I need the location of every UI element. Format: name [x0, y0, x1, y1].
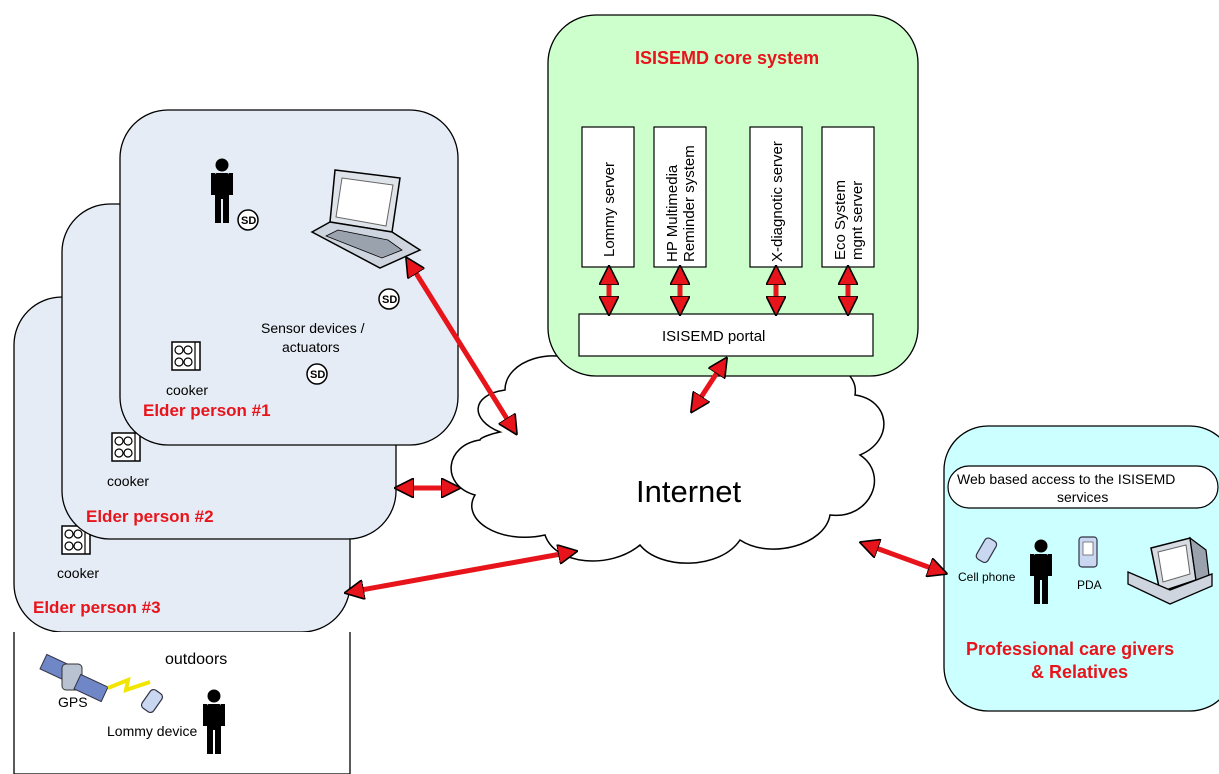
professional-area: Web based access to the ISISEMD services… [943, 425, 1219, 712]
signal-icon [107, 676, 151, 693]
web-access-label-line2: services [1057, 489, 1108, 505]
professional-title: Professional care givers [966, 639, 1174, 659]
server-label-hp-line2: Reminder system [681, 145, 698, 262]
core-system-box [547, 14, 919, 377]
cell-phone-label: Cell phone [958, 570, 1016, 584]
lommy-device-icon [140, 688, 164, 714]
cooker-label: cooker [166, 382, 208, 398]
pda-label: PDA [1077, 578, 1102, 592]
connection-arrows [350, 262, 942, 592]
pda-icon [1078, 536, 1098, 568]
sd-sensor-icon: SD [306, 363, 328, 385]
portal-label: ISISEMD portal [662, 328, 765, 345]
professional-title-line2: & Relatives [1031, 662, 1128, 682]
desktop-computer-icon [1127, 536, 1213, 605]
arrow-home1-internet [409, 262, 514, 430]
svg-text:SD: SD [241, 215, 256, 227]
gps-label: GPS [58, 694, 88, 710]
elder-home-1-title: Elder person #1 [143, 401, 271, 420]
cooker-icon [111, 432, 141, 462]
elder-home-1: SD SD Sensor devices / actuators SD cook… [119, 109, 459, 446]
outdoors-label: outdoors [165, 651, 227, 668]
web-access-box [947, 465, 1219, 509]
laptop-icon [310, 169, 422, 269]
server-box-lommy [581, 126, 635, 268]
outdoors-area: outdoors GPS Lommy device [13, 632, 351, 774]
internet-label: Internet [636, 474, 742, 509]
cooker-label: cooker [107, 473, 149, 489]
cell-phone-icon [975, 537, 998, 564]
server-label-lommy: Lommy server [601, 162, 618, 257]
server-label-x-diagnotic: X-diagnotic server [769, 141, 786, 262]
sd-sensor-icon: SD [237, 209, 259, 231]
cooker-label: cooker [57, 565, 99, 581]
server-label-hp-line1: HP Multimedia [664, 164, 681, 262]
cooker-icon [171, 341, 201, 371]
sensor-devices-label: Sensor devices / [261, 320, 365, 336]
sd-sensor-icon: SD [378, 288, 400, 310]
core-system-title: ISISEMD core system [635, 48, 819, 68]
server-label-eco-line2: mgnt server [849, 181, 866, 260]
server-label-eco-line1: Eco System [832, 180, 849, 260]
core-system: ISISEMD core system Lommy server HP Mult… [547, 14, 919, 377]
server-box-x-diagnotic [749, 126, 803, 268]
gps-satellite-icon [39, 653, 109, 703]
elder-home-2-title: Elder person #2 [86, 507, 214, 526]
portal-box [578, 313, 874, 357]
svg-text:SD: SD [310, 369, 325, 381]
svg-text:SD: SD [382, 294, 397, 306]
outdoors-box [13, 632, 351, 774]
elder-home-3-title: Elder person #3 [33, 598, 161, 617]
web-access-label: Web based access to the ISISEMD [957, 471, 1175, 487]
sensor-devices-label-line2: actuators [282, 339, 340, 355]
arrow-portal-internet [694, 362, 724, 408]
lommy-device-label: Lommy device [107, 723, 197, 739]
server-box-eco-system [821, 126, 875, 268]
arrow-home3-internet [350, 552, 572, 592]
arrow-internet-professional [865, 544, 942, 572]
